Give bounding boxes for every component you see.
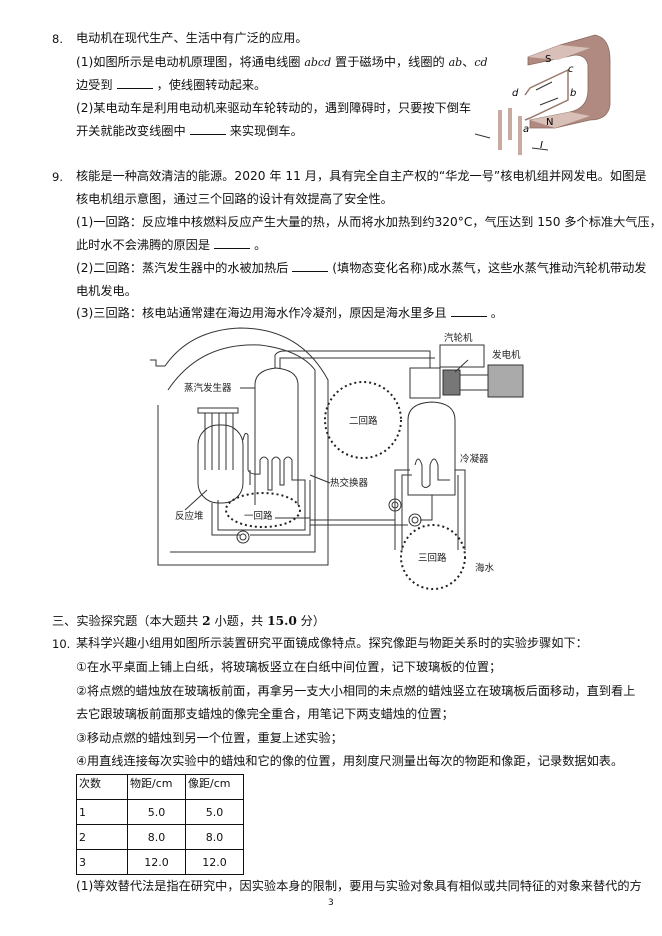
cell: 12.0 bbox=[185, 849, 244, 875]
cell: 3 bbox=[76, 849, 128, 875]
cell: 5.0 bbox=[127, 799, 186, 825]
text: 三、实验探究题（本大题共 bbox=[52, 614, 199, 628]
text: 2 bbox=[202, 614, 211, 628]
text: (填物态变化名称)成水蒸气，这些水蒸气推动汽轮机带动发 bbox=[332, 261, 647, 275]
header-cell: 次数 bbox=[76, 774, 128, 800]
text: 。 bbox=[254, 238, 267, 252]
text: (1)如图所示是电动机原理图，将通电线圈 bbox=[76, 55, 301, 69]
step-1: ①在水平桌面上铺上白纸，将玻璃板竖立在白纸中间位置，记下玻璃板的位置； bbox=[76, 660, 502, 674]
generator-label: 发电机 bbox=[492, 349, 521, 361]
loop3-label: 三回路 bbox=[418, 552, 447, 564]
text: (3)三回路：核电站通常建在海边用海水作冷凝剂，原因是海水里多且 bbox=[76, 306, 447, 320]
question-part-1: (1)如图所示是电动机原理图，将通电线圈 abcd 置于磁场中，线圈的 ab、c… bbox=[76, 54, 488, 71]
text: 15.0 bbox=[267, 614, 297, 628]
text: 置于磁场中，线圈的 bbox=[335, 55, 445, 69]
text: 、 bbox=[462, 55, 475, 69]
question-part-2-cont: 开关就能改变线圈中 来实现倒车。 bbox=[76, 123, 303, 139]
section-heading: 三、实验探究题（本大题共 2 小题，共 15.0 分） bbox=[52, 613, 325, 629]
text: 边受到 bbox=[76, 78, 113, 92]
question-number: 8. bbox=[52, 32, 63, 46]
question-stem: 电动机在现代生产、生活中有广泛的应用。 bbox=[76, 31, 308, 45]
cell: 8.0 bbox=[185, 824, 244, 850]
text: abcd bbox=[304, 56, 332, 69]
cell: 1 bbox=[76, 799, 128, 825]
text: 开关就能改变线圈中 bbox=[76, 124, 186, 138]
cell: 2 bbox=[76, 824, 128, 850]
answer-blank[interactable] bbox=[292, 260, 329, 272]
table-row: 2 8.0 8.0 bbox=[76, 824, 244, 850]
question-part-1: (1)一回路：反应堆中核燃料反应产生大量的热，从而将水加热到约320°C，气压达… bbox=[76, 215, 662, 229]
motor-figure: S c d b N a I bbox=[474, 34, 611, 155]
question-part-2-cont: 电机发电。 bbox=[76, 284, 137, 298]
text: 来实现倒车。 bbox=[229, 124, 303, 138]
question-part-2: (2)二回路：蒸汽发生器中的水被加热后 (填物态变化名称)成水蒸气，这些水蒸气推动… bbox=[76, 260, 646, 276]
table-header: 次数 物距/cm 像距/cm bbox=[76, 774, 244, 800]
text: 。 bbox=[490, 306, 503, 320]
question-stem: 核能是一种高效清洁的能源。2020 年 11 月，具有完全自主产权的“华龙一号”… bbox=[76, 169, 647, 183]
header-cell: 物距/cm bbox=[127, 774, 186, 800]
coil-d-label: d bbox=[512, 88, 519, 99]
table-row: 1 5.0 5.0 bbox=[76, 799, 244, 825]
text: 此时水不会沸腾的原因是 bbox=[76, 238, 211, 252]
question-number: 10. bbox=[52, 637, 71, 651]
coil-a-label: a bbox=[523, 124, 529, 135]
step-2-cont: 去它跟玻璃板前面那支蜡烛的像完全重合，用笔记下两支蜡烛的位置； bbox=[76, 707, 454, 721]
cell: 8.0 bbox=[127, 824, 186, 850]
question-stem: 某科学兴趣小组用如图所示装置研究平面镜成像特点。探究像距与物距关系时的实验步骤如… bbox=[76, 636, 588, 650]
question-number: 9. bbox=[52, 170, 63, 184]
data-table: 次数 物距/cm 像距/cm 1 5.0 5.0 2 8.0 8.0 3 12.… bbox=[76, 774, 244, 875]
turbine-label: 汽轮机 bbox=[444, 332, 473, 344]
heat-exchanger-label: 热交换器 bbox=[330, 477, 369, 489]
text: (2)二回路：蒸汽发生器中的水被加热后 bbox=[76, 261, 289, 275]
header-cell: 像距/cm bbox=[185, 774, 244, 800]
question-stem-cont: 核电机组示意图，通过三个回路的设计有效提高了安全性。 bbox=[76, 192, 393, 206]
current-label: I bbox=[540, 140, 543, 151]
loop1-label: 一回路 bbox=[244, 510, 273, 522]
text: cd bbox=[474, 56, 488, 69]
step-3: ③移动点燃的蜡烛到另一个位置，重复上述实验； bbox=[76, 731, 343, 745]
seawater-label: 海水 bbox=[475, 562, 495, 574]
answer-blank[interactable] bbox=[116, 77, 153, 89]
text: ，使线圈转动起来。 bbox=[156, 78, 267, 92]
table-row: 3 12.0 12.0 bbox=[76, 849, 244, 875]
coil-b-label: b bbox=[570, 88, 576, 99]
question-part-2: (2)某电动车是利用电动机来驱动车轮转动的，遇到障碍时，只要按下倒车 bbox=[76, 101, 472, 115]
nuclear-plant-diagram: 汽轮机 发电机 蒸汽发生器 二回路 冷凝器 热交换器 反应堆 一回路 三回路 海… bbox=[150, 327, 524, 590]
text: 分） bbox=[300, 614, 326, 628]
reactor-label: 反应堆 bbox=[175, 510, 204, 522]
text: 小题，共 bbox=[214, 614, 264, 628]
text: ab bbox=[448, 56, 463, 69]
coil-c-label: c bbox=[568, 64, 574, 75]
answer-blank[interactable] bbox=[450, 305, 487, 317]
answer-blank[interactable] bbox=[214, 237, 251, 249]
step-2: ②将点燃的蜡烛放在玻璃板前面，再拿另一支大小相同的未点燃的蜡烛竖立在玻璃板后面移… bbox=[76, 684, 636, 698]
answer-blank[interactable] bbox=[189, 123, 226, 135]
pole-n-label: N bbox=[546, 117, 553, 128]
question-part-1: (1)等效替代法是指在研究中，因实验本身的限制，要用与实验对象具有相似或共同特征… bbox=[76, 879, 642, 893]
question-part-1-cont: 边受到 ，使线圈转动起来。 bbox=[76, 77, 266, 93]
steam-generator-label: 蒸汽发生器 bbox=[184, 382, 232, 394]
page-number: 3 bbox=[328, 898, 334, 908]
cell: 5.0 bbox=[185, 799, 244, 825]
question-part-1-cont: 此时水不会沸腾的原因是 。 bbox=[76, 237, 266, 253]
question-part-3: (3)三回路：核电站通常建在海边用海水作冷凝剂，原因是海水里多且 。 bbox=[76, 305, 503, 321]
cell: 12.0 bbox=[127, 849, 186, 875]
pole-s-label: S bbox=[545, 54, 551, 65]
condenser-label: 冷凝器 bbox=[460, 453, 489, 465]
step-4: ④用直线连接每次实验中的蜡烛和它的像的位置，用刻度尺测量出每次的物距和像距，记录… bbox=[76, 754, 624, 768]
loop2-label: 二回路 bbox=[349, 415, 378, 427]
